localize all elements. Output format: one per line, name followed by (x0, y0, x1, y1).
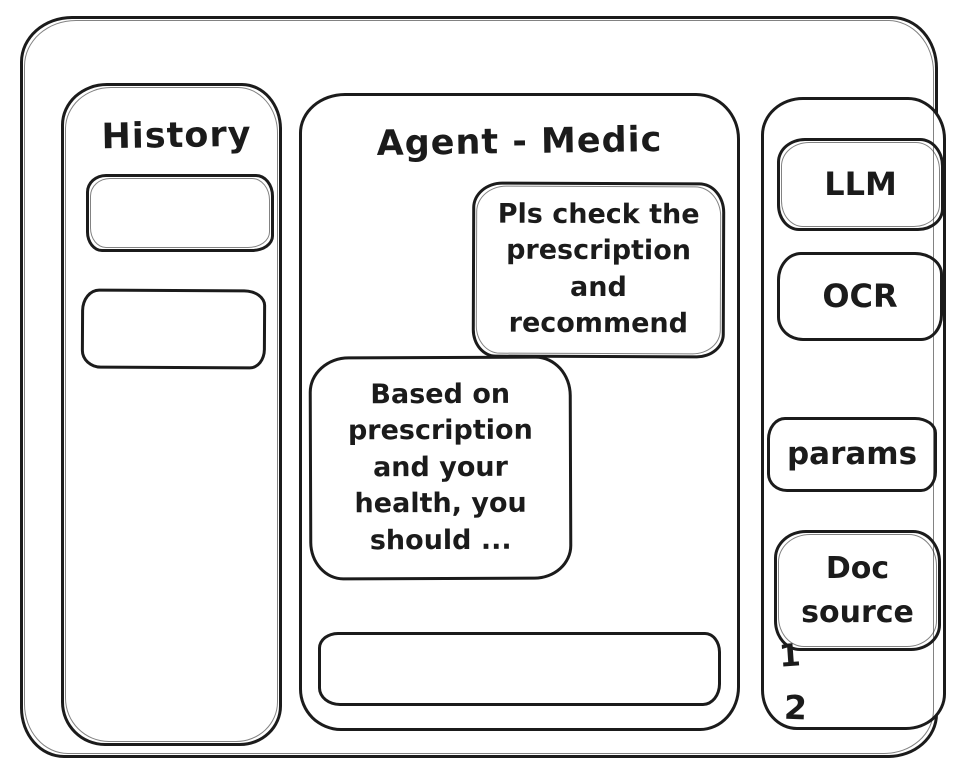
doc-source-button[interactable]: Doc source (774, 530, 941, 651)
ocr-button[interactable]: OCR (777, 252, 943, 341)
chat-panel: Agent - Medic Pls check the prescription… (299, 93, 740, 731)
history-panel: History (61, 83, 282, 746)
history-item[interactable] (86, 174, 274, 252)
agent-message-bubble: Based on prescription and your health, y… (308, 355, 573, 581)
message-input[interactable] (318, 632, 721, 706)
chat-title: Agent - Medic (376, 120, 663, 164)
tools-panel: LLM OCR params Doc source 1 2 (761, 97, 946, 730)
params-button[interactable]: params (767, 417, 937, 492)
history-item[interactable] (80, 288, 267, 370)
user-message-bubble: Pls check the prescription and recommend (471, 181, 726, 359)
history-title: History (101, 114, 252, 158)
llm-button[interactable]: LLM (777, 138, 944, 231)
doc-source-item[interactable]: 1 (777, 637, 802, 675)
doc-source-item[interactable]: 2 (783, 687, 808, 728)
app-window: History Agent - Medic Pls check the pres… (20, 16, 946, 758)
